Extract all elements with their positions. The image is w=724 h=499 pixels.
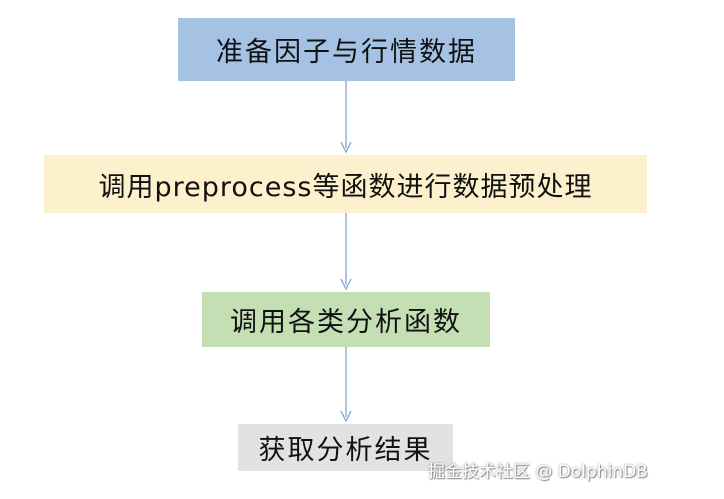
step-prepare-data: 准备因子与行情数据 <box>178 18 515 81</box>
arrow-2-to-3 <box>340 213 352 291</box>
step-preprocess: 调用preprocess等函数进行数据预处理 <box>44 155 647 213</box>
step-get-results-label: 获取分析结果 <box>258 435 433 466</box>
step-prepare-data-label: 准备因子与行情数据 <box>216 37 477 68</box>
step-get-results: 获取分析结果 <box>238 424 453 471</box>
step-analysis-functions: 调用各类分析函数 <box>202 292 490 347</box>
step-preprocess-label: 调用preprocess等函数进行数据预处理 <box>98 171 593 203</box>
watermark-text: 掘金技术社区 @ DolphinDB <box>428 462 648 482</box>
arrow-1-to-2 <box>340 81 352 154</box>
arrow-3-to-4 <box>340 347 352 423</box>
step-analysis-functions-label: 调用各类分析函数 <box>230 307 462 338</box>
